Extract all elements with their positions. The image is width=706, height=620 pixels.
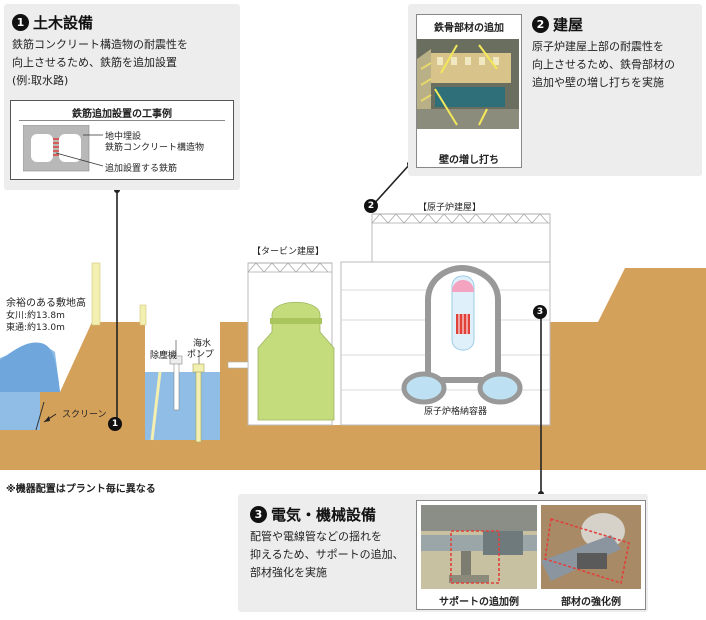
screen-label: スクリーン: [62, 410, 107, 420]
panel-equipment-title-text: 電気・機械設備: [271, 506, 377, 524]
seawater-pump: [195, 369, 202, 443]
strengthen-photo-image: [541, 505, 641, 589]
panel-civil-desc-line: 鉄筋コンクリート構造物の耐震性を: [12, 38, 188, 51]
building-photo-image: [417, 39, 519, 129]
screen-bar: [35, 401, 45, 431]
leader-line-2: [371, 163, 411, 207]
reactor-core-lines: [458, 314, 468, 334]
panel-civil: 1 土木設備 鉄筋コンクリート構造物の耐震性を 向上させるため、鉄筋を追加設置 …: [4, 4, 240, 190]
seawater-pump-label-2: ポンプ: [187, 350, 214, 360]
panel-equipment-desc: 配管や電線管などの揺れを 抑えるため、サポートの追加、 部材強化を実施: [250, 528, 404, 582]
turbine-band: [270, 318, 322, 324]
seawater-pump-label-1: 海水: [193, 339, 212, 349]
onagawa-height: 女川:約13.8m: [6, 311, 65, 321]
added-rebar: [53, 138, 59, 156]
caption-strengthen-example: 部材の強化例: [561, 597, 621, 608]
embankment: [40, 322, 145, 392]
panel-building-desc-line: 原子炉建屋上部の耐震性を: [532, 40, 664, 53]
dust-remover: [173, 361, 180, 411]
ground: [0, 268, 706, 470]
panel-civil-desc: 鉄筋コンクリート構造物の耐震性を 向上させるため、鉄筋を追加設置 (例:取水路): [12, 36, 188, 90]
panel-building-title-text: 建屋: [553, 16, 584, 34]
turbine-pipe: [227, 361, 249, 369]
marker-1: 1: [108, 417, 122, 431]
panel-building: 鉄骨部材の追加 壁の増し打ち 2 建屋 原子炉建屋上部の耐震性を 向上させるため…: [408, 4, 702, 176]
footnote: ※機器配置はプラント毎に異なる: [6, 484, 156, 495]
reactor-building-label: 【原子炉建屋】: [418, 203, 482, 213]
panel-building-title: 2 建屋: [532, 14, 583, 35]
panel-civil-title: 1 土木設備: [12, 12, 93, 33]
panel-civil-desc-line: 向上させるため、鉄筋を追加設置: [12, 56, 177, 69]
panel-equipment-desc-line: 配管や電線管などの揺れを: [250, 530, 382, 543]
site-pillar-2: [139, 304, 147, 326]
caption-support-example: サポートの追加例: [439, 597, 519, 608]
panel-equipment-title: 3 電気・機械設備: [250, 504, 376, 525]
torus-right: [477, 371, 523, 405]
panel-civil-desc-line: (例:取水路): [12, 74, 69, 87]
screen-bar-2: [150, 371, 162, 441]
rebar-leader-lines: [55, 134, 104, 167]
marker-3: 3: [533, 305, 547, 319]
label-rc-structure: 鉄筋コンクリート構造物: [105, 143, 205, 153]
label-underground: 地中埋設: [105, 132, 142, 142]
support-photo: サポートの追加例 部材の強化例: [416, 500, 646, 610]
panel-building-desc-line: 追加や壁の増し打ちを実施: [532, 76, 664, 89]
channel-left: [31, 134, 53, 162]
reactor-top: [452, 280, 474, 292]
reactor-truss: [371, 213, 550, 224]
panel-equipment-desc-line: 部材強化を実施: [250, 566, 327, 579]
torus-left: [401, 371, 447, 405]
label-steel-added: 鉄骨部材の追加: [434, 23, 504, 34]
building-photo: 鉄骨部材の追加 壁の増し打ち: [416, 14, 522, 168]
rebar-example-box: 鉄筋追加設置の工事例 地中埋設 鉄筋コンクリート構造物 追加設置する鉄筋: [10, 100, 234, 180]
reactor-upper: [371, 213, 551, 263]
dust-remover-label: 除塵機: [150, 351, 178, 361]
panel-building-desc: 原子炉建屋上部の耐震性を 向上させるため、鉄骨部材の 追加や壁の増し打ちを実施: [532, 38, 675, 92]
site-pillar-1: [91, 262, 101, 326]
containment-label: 原子炉格納容器: [424, 407, 488, 417]
panel-building-number: 2: [532, 16, 549, 33]
panel-equipment: 3 電気・機械設備 配管や電線管などの揺れを 抑えるため、サポートの追加、 部材…: [238, 494, 648, 612]
site-height-title: 余裕のある敷地高: [6, 298, 86, 309]
marker-2: 2: [364, 199, 378, 213]
sea-wave: [0, 342, 60, 392]
panel-civil-title-text: 土木設備: [33, 14, 94, 32]
panel-equipment-desc-line: 抑えるため、サポートの追加、: [250, 548, 404, 561]
panel-building-desc-line: 向上させるため、鉄骨部材の: [532, 58, 675, 71]
higashidori-height: 東通:約13.0m: [6, 323, 65, 333]
rebar-example-title: 鉄筋追加設置の工事例: [72, 109, 172, 120]
seawater-pump-head: [192, 363, 205, 373]
turbine-building-label: 【タービン建屋】: [252, 247, 325, 257]
screen-arrow-head: [44, 416, 50, 422]
rebar-example-divider: [19, 120, 225, 121]
support-photo-image: [421, 505, 537, 589]
turbine-truss: [247, 262, 332, 273]
panel-civil-number: 1: [12, 14, 29, 31]
turbine-shape: [257, 301, 335, 421]
label-added-rebar: 追加設置する鉄筋: [105, 164, 178, 174]
panel-equipment-number: 3: [250, 506, 267, 523]
label-wall-thickening: 壁の増し打ち: [439, 155, 499, 166]
